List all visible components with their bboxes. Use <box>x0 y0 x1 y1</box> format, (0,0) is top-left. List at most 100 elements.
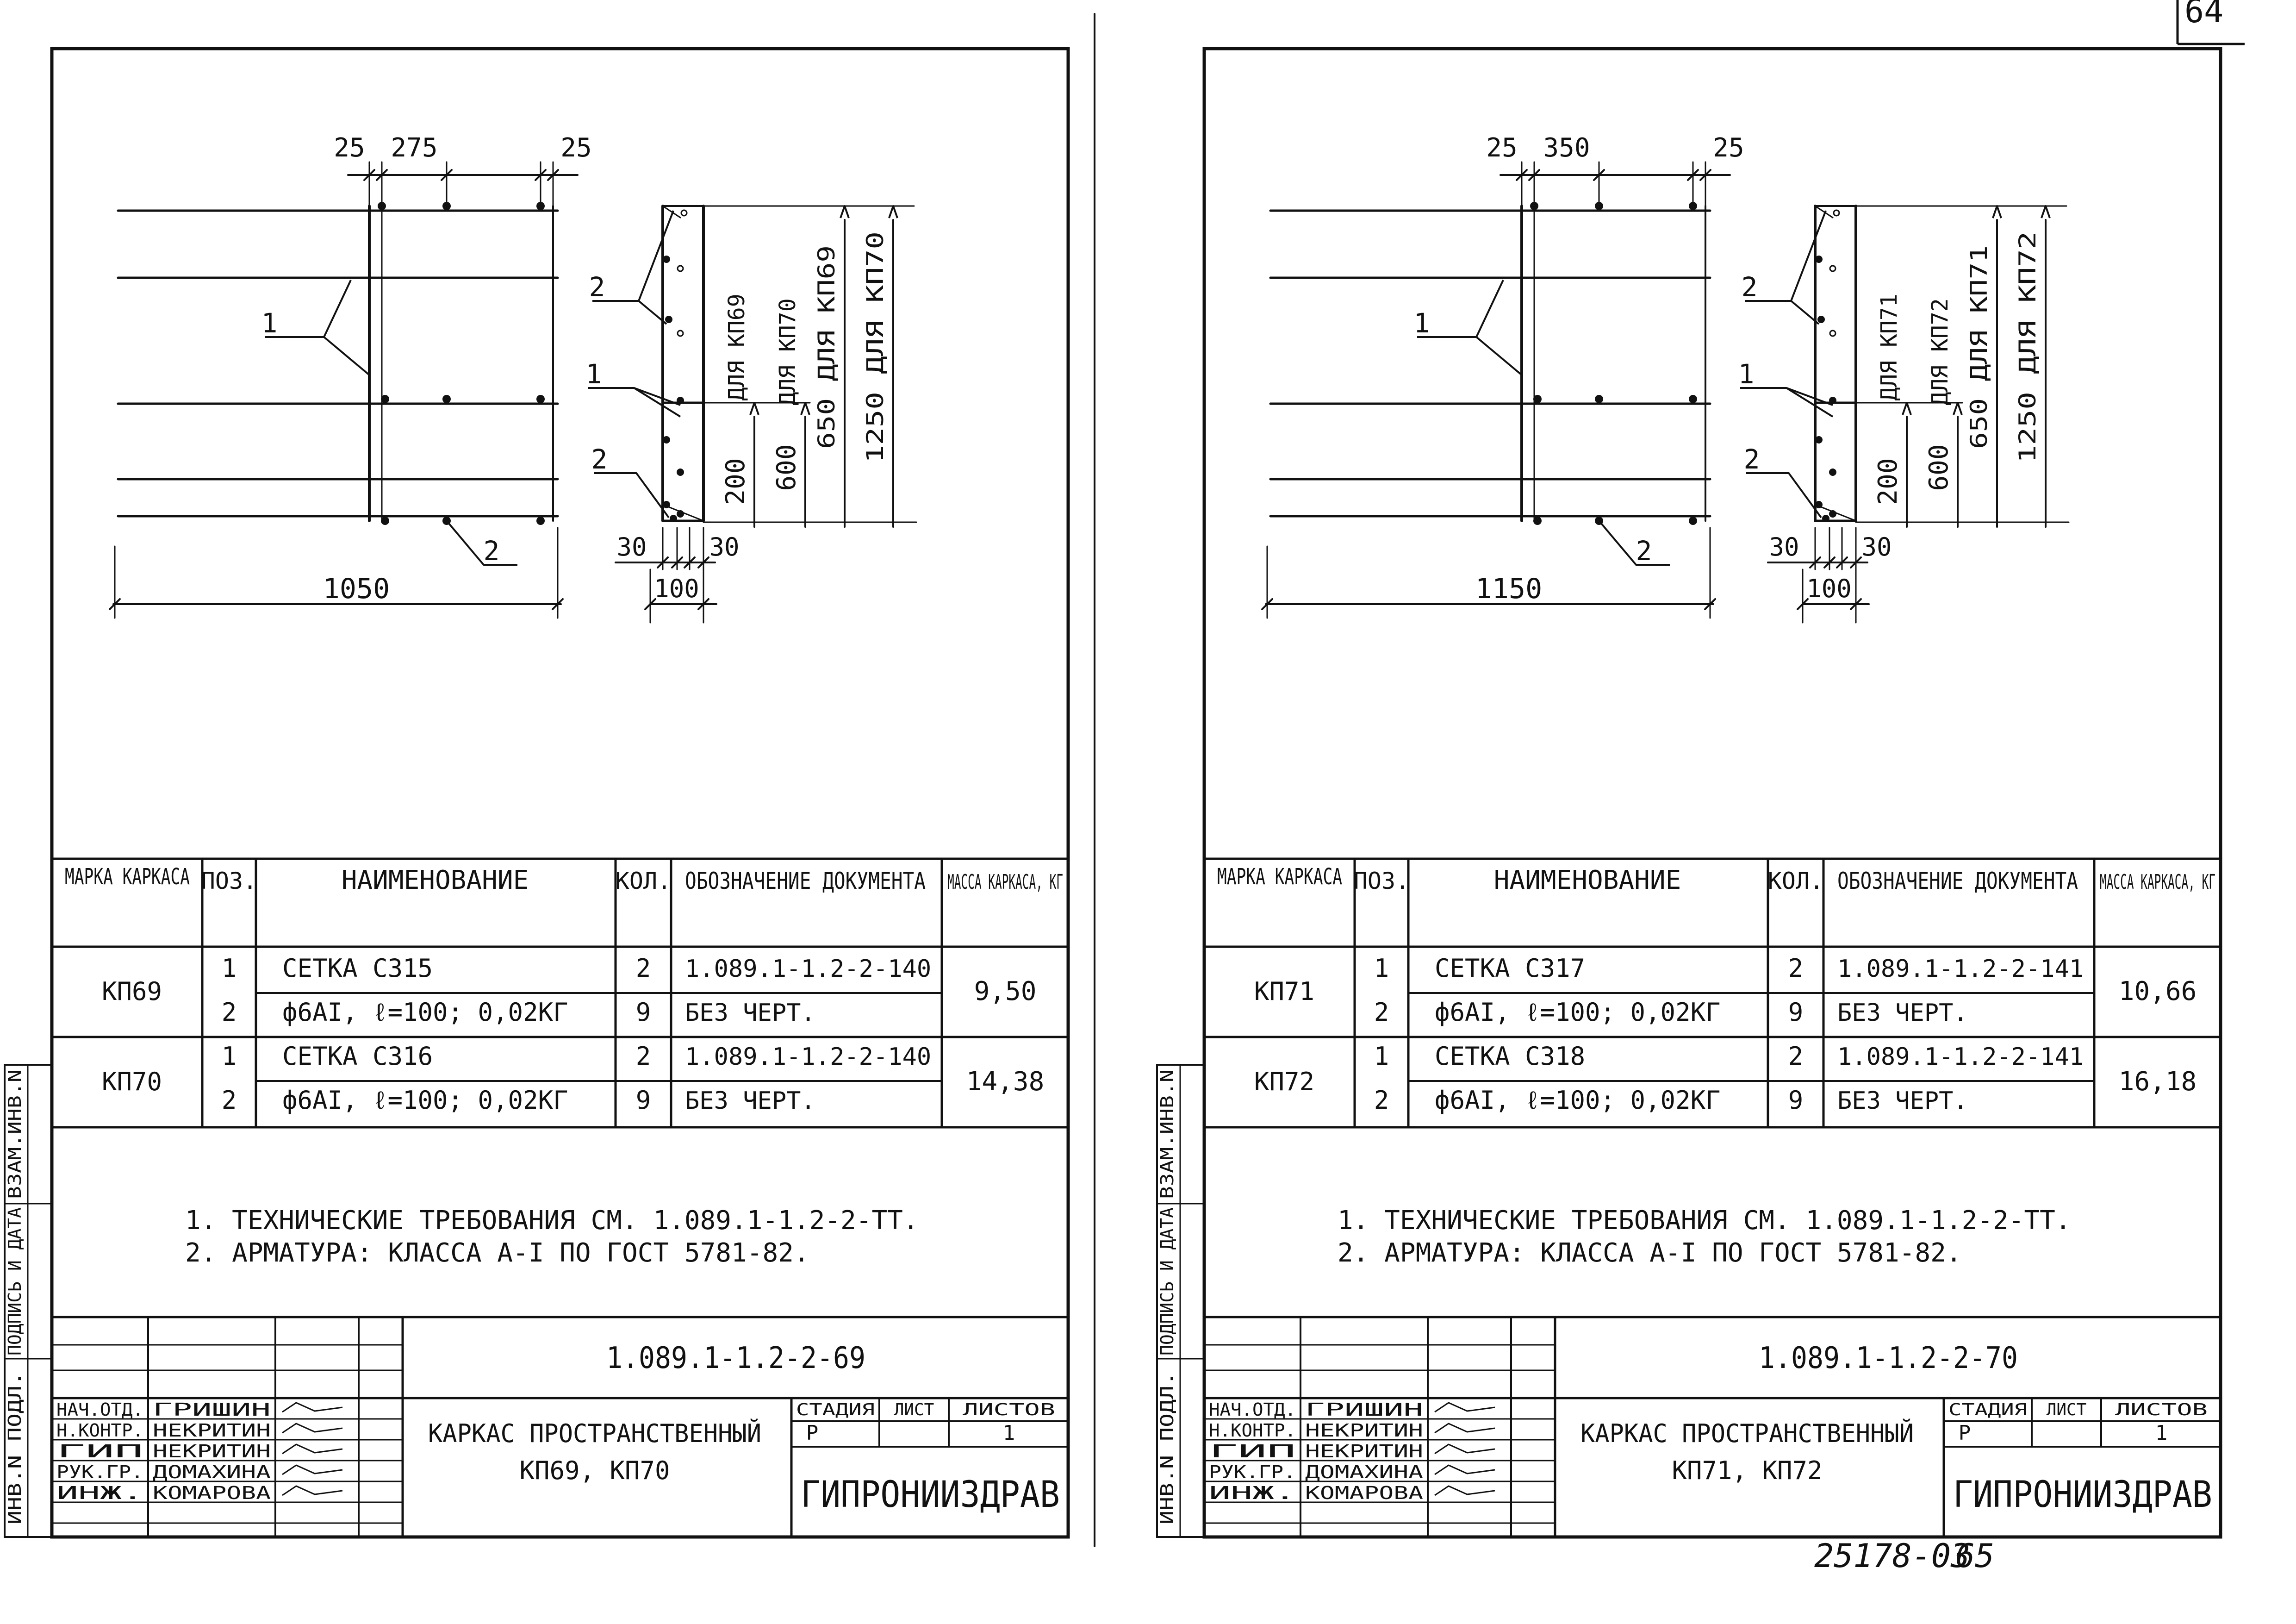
signature-role: НАЧ.ОТД. <box>1209 1399 1296 1420</box>
dim-text-vertical: 1250 ДЛЯ КП70 <box>862 231 889 463</box>
dimension-tick <box>1704 598 1716 610</box>
cell-name: СЕТКА С315 <box>282 954 433 983</box>
stage-value: Р <box>1959 1421 1971 1445</box>
leader-pos-1 <box>323 336 370 376</box>
title-block: 1.089.1-1.2-2-69НАЧ.ОТД.ГРИШИНН.КОНТР.НЕ… <box>50 1316 1070 1538</box>
position-label: 2 <box>589 271 605 303</box>
page-number: 65 <box>1955 1537 1994 1575</box>
side-label: ПОДПИСЬ И ДАТА <box>5 1207 25 1355</box>
dim-text-vertical: ДЛЯ КП72 <box>1927 298 1953 405</box>
signature-role: ГИП <box>56 1441 143 1462</box>
dimension-tick <box>547 169 559 181</box>
position-label: 2 <box>1636 535 1652 567</box>
dim-text-top-mid: 350 <box>1543 133 1590 163</box>
position-label: 2 <box>1742 271 1758 303</box>
cell-pos: 2 <box>222 998 237 1027</box>
cell-doc: 1.089.1-1.2-2-140 <box>685 955 931 983</box>
sheets-value: 1 <box>1003 1421 1015 1445</box>
dim-text-vertical: ДЛЯ КП69 <box>724 294 750 400</box>
drawing-title: КАРКАС ПРОСТРАНСТВЕННЫЙ <box>428 1419 761 1448</box>
document-code: 1.089.1-1.2-2-69 <box>606 1341 865 1375</box>
bar-section-dot <box>670 515 677 522</box>
column-header-pos: ПОЗ. <box>1354 868 1409 894</box>
dimension-tick <box>671 556 683 568</box>
dimension-tick <box>1528 169 1540 181</box>
cell-doc: 1.089.1-1.2-2-140 <box>685 1043 931 1071</box>
bar-section-dot <box>677 468 684 476</box>
dimension-tick <box>1593 169 1605 181</box>
dimension-tick <box>535 169 547 181</box>
dimension-tick <box>1836 556 1848 568</box>
signature-role: ИНЖ. <box>56 1483 143 1503</box>
signature-person: ДОМАХИНА <box>153 1462 271 1482</box>
note-line: 1. ТЕХНИЧЕСКИЕ ТРЕБОВАНИЯ СМ. 1.089.1-1.… <box>185 1206 919 1236</box>
title-block: 1.089.1-1.2-2-70НАЧ.ОТД.ГРИШИНН.КОНТР.НЕ… <box>1203 1316 2222 1538</box>
cell-doc: БЕЗ ЧЕРТ. <box>685 999 815 1027</box>
bar-section-dot <box>1829 265 1836 272</box>
organization-name: ГИПРОНИИЗДРАВ <box>801 1474 1060 1516</box>
dim-text-vertical: 600 <box>1924 444 1954 491</box>
cell-doc: БЕЗ ЧЕРТ. <box>1837 999 1968 1027</box>
leader-pos-2 <box>594 472 670 518</box>
cell-pos: 1 <box>1374 954 1389 983</box>
technical-notes: 1. ТЕХНИЧЕСКИЕ ТРЕБОВАНИЯ СМ. 1.089.1-1.… <box>1338 1206 2071 1268</box>
leader-pos-1 <box>1786 387 1834 418</box>
cell-kol: 2 <box>636 954 651 983</box>
signature-role: Н.КОНТР. <box>1209 1420 1296 1441</box>
cell-pos: 1 <box>222 954 237 983</box>
signature-person: НЕКРИТИН <box>1305 1420 1423 1441</box>
cell-pos: 2 <box>222 1086 237 1115</box>
bar-section-dot <box>665 316 672 323</box>
signature-person: ДОМАХИНА <box>1305 1462 1423 1482</box>
column-header-name: НАИМЕНОВАНИЕ <box>342 865 529 895</box>
sheets-header: ЛИСТОВ <box>963 1400 1055 1419</box>
column-header-doc: ОБОЗНАЧЕНИЕ ДОКУМЕНТА <box>685 868 926 894</box>
signature-role: ГИП <box>1209 1441 1296 1462</box>
cell-name: СЕТКА С317 <box>1435 954 1585 983</box>
bar-section-dot <box>1815 436 1823 443</box>
dimension-tick <box>1699 169 1711 181</box>
dimension-tick <box>1823 556 1836 568</box>
dimension-tick <box>1797 598 1809 610</box>
bar-section-dot <box>1829 468 1836 476</box>
dim-text-vertical: 600 <box>772 444 802 491</box>
dimension-tick <box>697 598 709 610</box>
position-label: 1 <box>261 307 278 339</box>
position-label: 2 <box>484 535 500 567</box>
leader-pos-2 <box>638 300 667 325</box>
transverse-bar-dot <box>1689 395 1697 403</box>
dimension-tick <box>697 556 709 568</box>
column-header-pos: ПОЗ. <box>201 868 257 894</box>
cell-kol: 2 <box>636 1042 651 1071</box>
bar-section-dot <box>677 330 684 337</box>
dim-text-section: 100 <box>1806 574 1852 603</box>
organization-name: ГИПРОНИИЗДРАВ <box>1953 1474 2212 1516</box>
column-header-mass: МАССА КАРКАСА, КГ <box>2100 870 2215 894</box>
transverse-bar-dot <box>536 517 545 525</box>
column-header-name: НАИМЕНОВАНИЕ <box>1494 865 1681 895</box>
signature-scribble <box>282 1464 343 1475</box>
archive-number: 25178-03 <box>1814 1537 1970 1575</box>
bar-section-dot <box>677 397 684 404</box>
transverse-bar-dot <box>1689 517 1697 525</box>
transverse-bar-dot <box>536 395 545 403</box>
dim-text-section: 100 <box>654 574 699 603</box>
sheet-frame <box>1202 47 2222 1539</box>
cell-pos: 2 <box>1374 998 1389 1027</box>
leader-pos-2 <box>1790 300 1820 325</box>
sheet-header: ЛИСТ <box>894 1400 934 1419</box>
leader-pos-1 <box>1475 336 1523 376</box>
signature-scribble <box>282 1402 343 1413</box>
cell-marka: КП69 <box>102 977 162 1006</box>
dim-text-vertical: 200 <box>1873 458 1903 505</box>
signature-role: ИНЖ. <box>1209 1483 1296 1503</box>
signature-scribble <box>1434 1402 1495 1413</box>
